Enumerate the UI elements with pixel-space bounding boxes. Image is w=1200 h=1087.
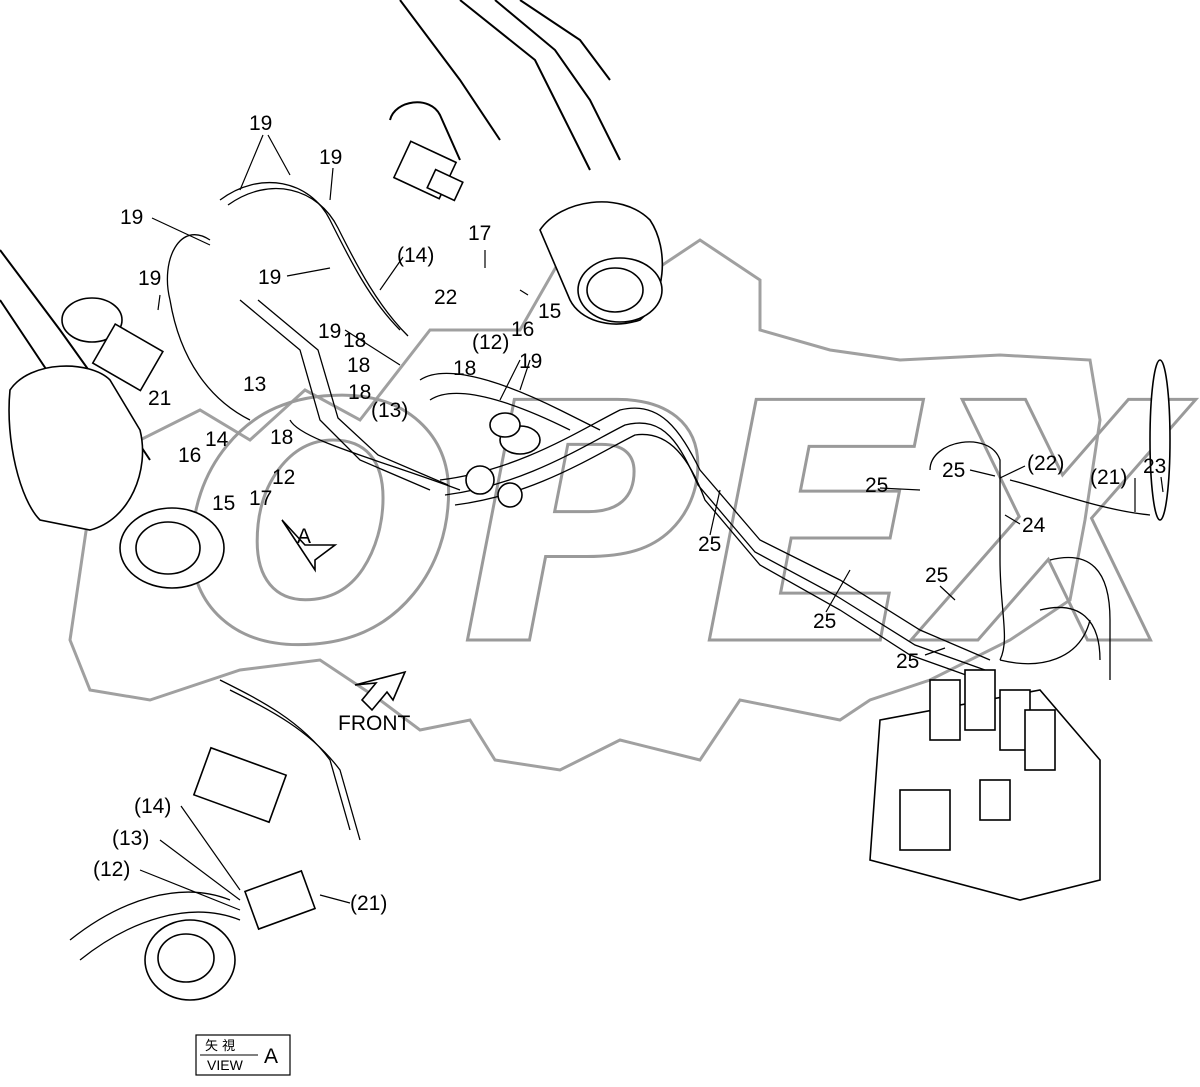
callout-17: 17 [249,487,272,510]
control-valve [869,359,1171,901]
callout-25: 25 [698,533,721,556]
callout-21: (21) [350,892,387,915]
callout-25: 25 [896,650,919,673]
callout-labels: 19 19 19 19 19 19 19 (14) 22 17 16 15 (1… [93,112,1166,915]
view-arrow-label: A [297,525,311,548]
callout-16: 16 [511,318,534,341]
callout-21: 21 [148,387,171,410]
callout-23: 23 [1143,455,1166,478]
watermark-gear [68,238,1102,772]
front-arrow: FRONT [338,670,410,735]
callout-18: 18 [453,357,476,380]
callout-22: (22) [1027,452,1064,475]
callout-18: 18 [348,381,371,404]
callout-18: 18 [343,329,366,352]
view-caption-jp: 矢 視 [205,1039,235,1054]
detail-view-a [69,679,361,1001]
callout-16: 16 [178,444,201,467]
callout-25: 25 [925,564,948,587]
boom-cylinder-left [0,249,225,589]
callout-15: 15 [212,492,235,515]
hose-lines [166,181,1151,681]
callout-14: (14) [134,795,171,818]
view-arrow-a: A [281,519,338,573]
callout-17: 17 [468,222,491,245]
watermark-text: OPEX [180,334,1196,718]
callout-19: 19 [318,320,341,343]
callout-14: (14) [397,244,434,267]
callout-24: 24 [1022,514,1046,537]
callout-19: 19 [319,146,342,169]
front-label: FRONT [338,712,410,735]
callout-22: 22 [434,286,457,309]
callout-25: 25 [813,610,836,633]
callout-13: 13 [243,373,266,396]
callout-19: 19 [258,266,281,289]
callout-12: 12 [272,466,295,489]
callout-12: (12) [472,331,509,354]
leader-lines [139,134,1164,911]
callout-19: 19 [138,267,161,290]
callout-25: 25 [865,474,888,497]
callout-25: 25 [942,459,965,482]
view-caption-en: VIEW [207,1057,244,1073]
view-caption-letter: A [264,1045,278,1068]
callout-12: (12) [93,858,130,881]
callout-19: 19 [120,206,143,229]
callout-18: 18 [347,354,370,377]
callout-18: 18 [270,426,293,449]
callout-13: (13) [112,827,149,850]
boom-cylinder-right [389,0,664,325]
callout-14: 14 [205,428,229,451]
callout-15: 15 [538,300,561,323]
callout-19: 19 [519,350,542,373]
callout-19: 19 [249,112,272,135]
callout-13: (13) [371,399,408,422]
callout-21: (21) [1090,466,1127,489]
view-a-caption: 矢 視 VIEW A [195,1034,291,1076]
